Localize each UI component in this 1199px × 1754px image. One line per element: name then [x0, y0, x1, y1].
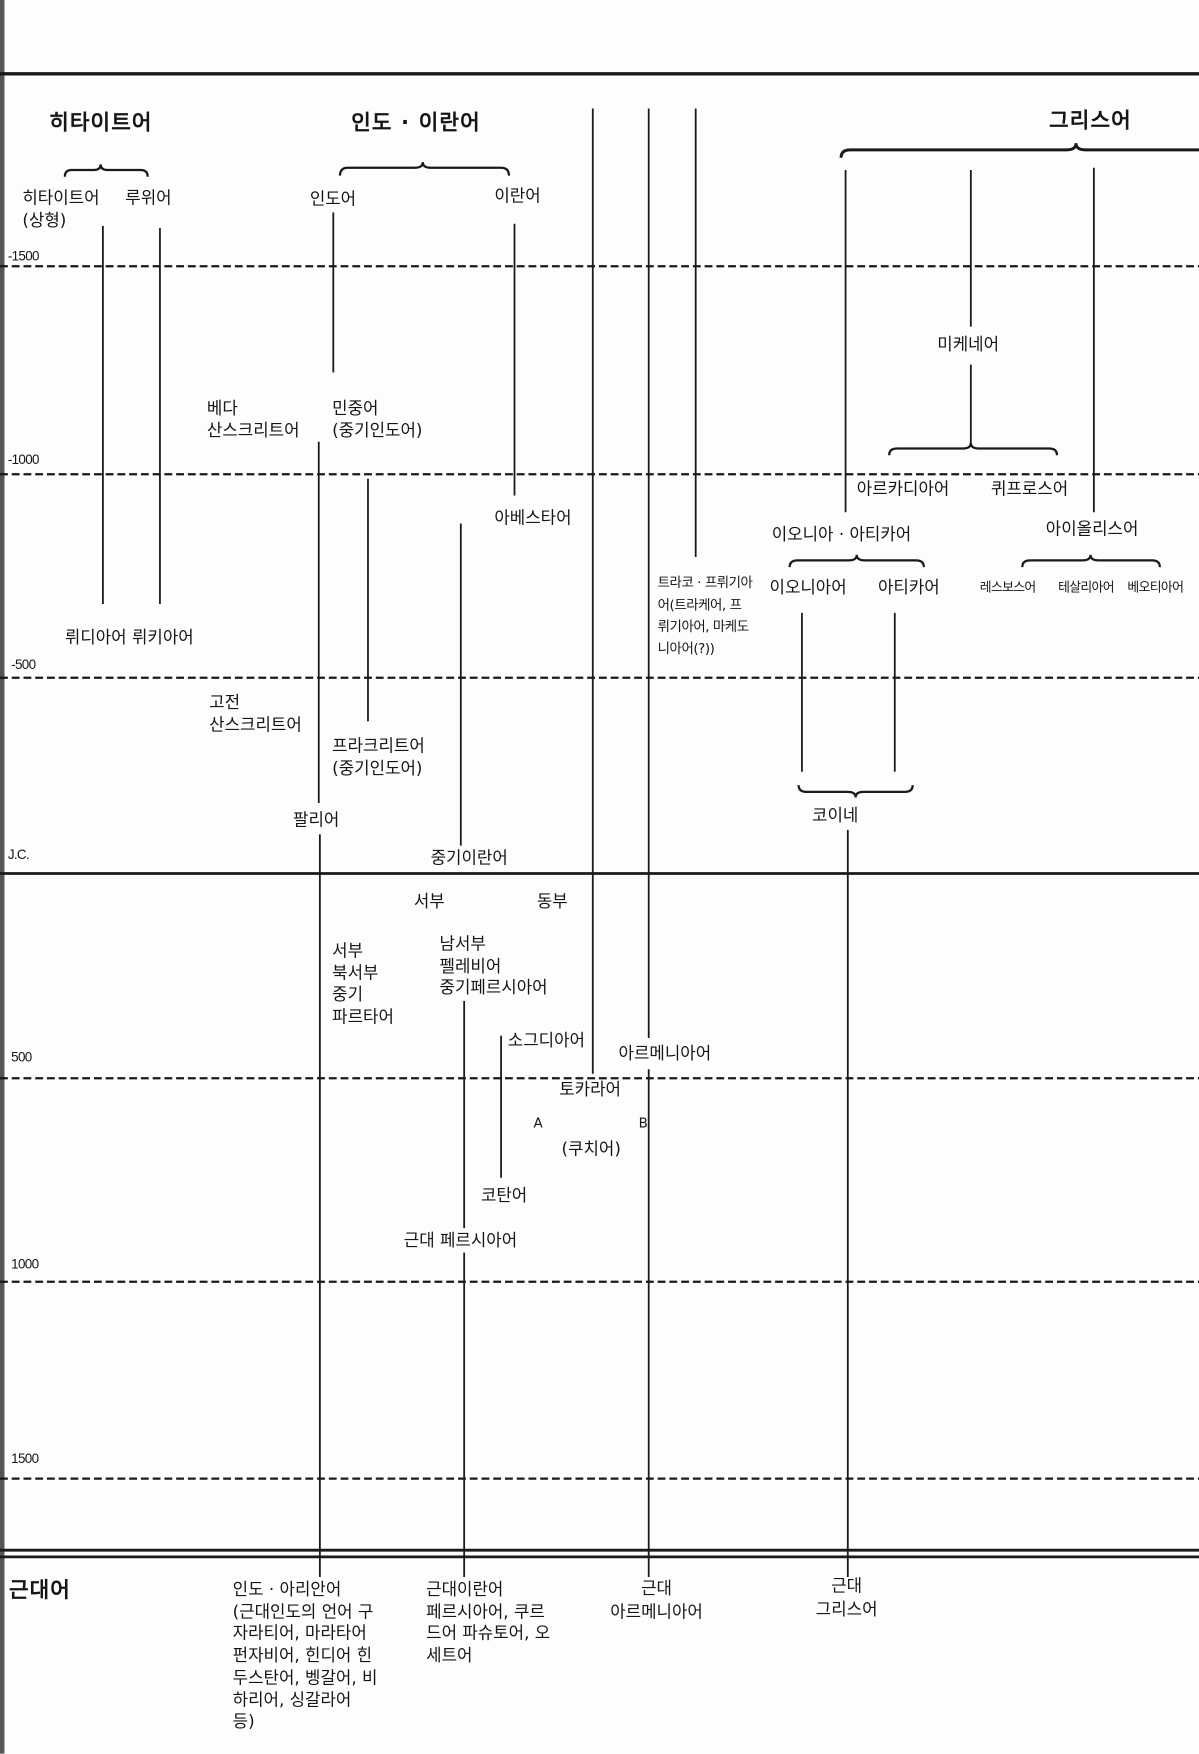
year-label-1500: 1500 [11, 1450, 39, 1467]
greek-group-title: 그리스어 [1049, 108, 1132, 134]
popular-speech-line: 민중어 [332, 398, 379, 419]
modern-indo-aryan-line: 펀자비어, 힌디어 힌 [232, 1645, 373, 1666]
modern-armenian-line: 아르메니아어 [610, 1601, 703, 1622]
tocharian-label: 토카라어 [559, 1079, 621, 1100]
vedic-sanskrit-label: 베다 산스크리트어 [207, 398, 300, 442]
vedic-sanskrit-line: 베다 [206, 398, 238, 419]
pahlavi-line: 남서부 [439, 933, 486, 955]
modern-armenian-label: 근대 아르메니아어 [605, 1577, 708, 1624]
modern-iranian-line: 드어 파슈토어, 오 [426, 1623, 551, 1644]
khotanese-label: 코탄어 [480, 1185, 528, 1206]
ionic-attic-label: 이오니아 · 아티카어 [771, 524, 912, 545]
hittite-label-line: (상형) [22, 209, 67, 230]
modern-indo-aryan-line: 자라티어, 마라타어 [232, 1623, 367, 1644]
parthian-line: 파르타어 [332, 1006, 394, 1027]
modern-iranian-label: 근대이란어 페르시아어, 쿠르 드어 파슈토어, 오 세트어 [426, 1579, 550, 1667]
prakrit-label: 프라크리트어 (중기인도어) [332, 736, 425, 780]
modern-greek-label: 근대 그리스어 [796, 1575, 897, 1622]
year-label-minus-1500: -1500 [7, 248, 40, 264]
prakrit-line: (중기인도어) [332, 757, 423, 778]
modern-indo-aryan-line: (근대인도의 언어 구 [232, 1601, 374, 1622]
greek-brace [839, 143, 1199, 158]
pahlavi-line: 중기페르시아어 [439, 977, 548, 998]
parthian-line: 서부 [332, 940, 364, 961]
arcadian-label: 아르카디아어 [856, 478, 950, 499]
aeolic-label: 아이올리스어 [1045, 518, 1139, 540]
hittite-label-line: 히타이트어 [22, 187, 100, 209]
popular-speech-label: 민중어 (중기인도어) [332, 398, 422, 442]
classical-sanskrit-line: 고전 [209, 692, 241, 713]
modern-greek-line: 근대 [831, 1575, 863, 1597]
parthian-line: 북서부 [332, 962, 379, 983]
year-label-jc: J.C. [7, 846, 30, 863]
modern-indo-aryan-line: 인도 · 아리안어 [232, 1579, 342, 1600]
modern-indo-aryan-line: 하리어, 싱갈라어 [232, 1689, 352, 1710]
koine-label: 코이네 [812, 805, 859, 826]
luwian-label: 루위어 [125, 187, 172, 209]
hittite-label: 히타이트어 (상형) [22, 188, 99, 232]
kuchean-label: (쿠치어) [561, 1138, 621, 1159]
thraco-phrygian-line: 트라코 · 프뤼기아 [657, 574, 753, 591]
cypriot-label: 퀴프로스어 [990, 478, 1069, 499]
koine-brace [797, 785, 914, 798]
west-iranian-label: 서부 [413, 891, 445, 912]
indo-iranian-brace [338, 162, 511, 176]
avestan-label: 아베스타어 [494, 507, 572, 528]
thessalian-label: 테살리아어 [1058, 579, 1114, 596]
hittite-brace [63, 164, 149, 177]
lesbian-label: 레스보스어 [979, 579, 1036, 596]
pali-label: 팔리어 [293, 809, 340, 830]
attic-label: 아티카어 [877, 577, 940, 598]
year-label-1000: 1000 [11, 1256, 39, 1272]
modern-greek-line: 그리스어 [815, 1599, 878, 1620]
classical-sanskrit-label: 고전 산스크리트어 [209, 692, 302, 736]
thraco-phrygian-line: 어(트라케어, 프 [657, 596, 742, 613]
modern-iranian-line: 근대이란어 [426, 1579, 504, 1600]
tocharian-b-label: B [638, 1115, 648, 1131]
sogdian-label: 소그디아어 [507, 1030, 585, 1051]
modern-armenian-line: 근대 [641, 1578, 672, 1599]
thraco-phrygian-line: 니아어(?)) [657, 640, 715, 656]
modern-indo-aryan-line: 등) [232, 1711, 255, 1732]
tocharian-a-label: A [533, 1115, 543, 1131]
pahlavi-label: 남서부 펠레비어 중기페르시아어 [440, 934, 548, 999]
east-iranian-label: 동부 [536, 891, 568, 912]
pahlavi-line: 펠레비어 [439, 955, 502, 976]
vedic-sanskrit-line: 산스크리트어 [206, 419, 300, 441]
indo-iranian-group-title: 인도 · 이란어 [351, 110, 481, 136]
aeolic-brace [1021, 554, 1161, 568]
parthian-label: 서부 북서부 중기 파르타어 [332, 941, 394, 1028]
modern-languages-label: 근대어 [8, 1578, 71, 1603]
prakrit-line: 프라크리트어 [332, 735, 425, 757]
ionic-label: 이오니아어 [769, 577, 847, 598]
thraco-phrygian-line: 뤼기아어, 마케도 [657, 618, 749, 635]
indic-label: 인도어 [309, 189, 357, 210]
lydian-lycian-label: 뤼디아어 뤼키아어 [64, 627, 194, 648]
year-label-minus-1000: -1000 [7, 451, 40, 468]
parthian-line: 중기 [332, 984, 364, 1005]
iranian-label: 이란어 [494, 185, 541, 206]
classical-sanskrit-line: 산스크리트어 [209, 714, 302, 735]
middle-iranian-label: 중기이란어 [430, 847, 508, 868]
modern-iranian-line: 페르시아어, 쿠르 [426, 1601, 545, 1622]
modern-persian-label: 근대 페르시아어 [403, 1230, 518, 1251]
thraco-phrygian-label: 트라코 · 프뤼기아 어(트라케어, 프 뤼기아어, 마케도 니아어(?)) [658, 573, 753, 660]
modern-iranian-line: 세트어 [426, 1645, 473, 1666]
year-label-minus-500: -500 [11, 656, 36, 673]
boeotian-label: 베오티아어 [1127, 579, 1184, 596]
popular-speech-line: (중기인도어) [332, 419, 423, 441]
mycenaean-brace [888, 442, 1059, 456]
year-label-500: 500 [11, 1049, 32, 1065]
armenian-label: 아르메니아어 [618, 1043, 712, 1064]
ionic-attic-brace [788, 554, 925, 568]
modern-indo-aryan-label: 인도 · 아리안어 (근대인도의 언어 구 자라티어, 마라타어 펀자비어, 힌… [233, 1579, 378, 1733]
hittite-group-title: 히타이트어 [49, 110, 153, 136]
modern-indo-aryan-line: 두스탄어, 벵갈어, 비 [232, 1667, 378, 1688]
mycenaean-label: 미케네어 [937, 334, 1000, 355]
